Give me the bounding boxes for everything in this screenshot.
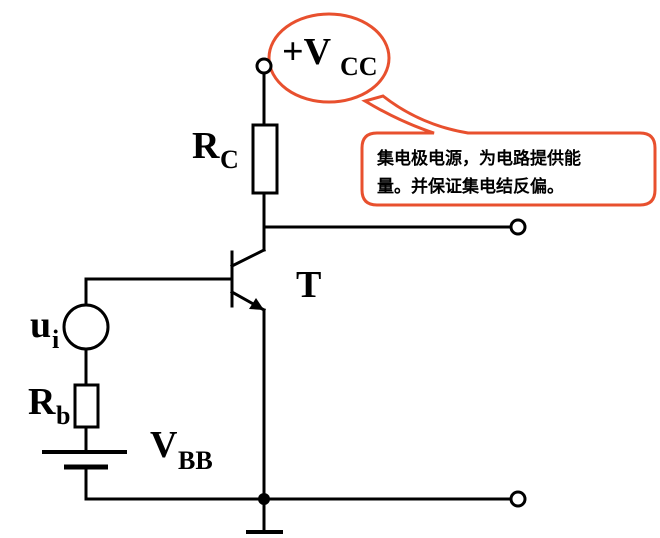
rb-label: R b (28, 381, 70, 430)
rc-label-sub: C (220, 145, 239, 174)
transistor-label: T (296, 264, 321, 306)
vbb-label: V BB (150, 424, 213, 475)
emitter-arrow (249, 298, 264, 310)
rb-label-sub: b (56, 401, 70, 430)
vcc-callout: 集电极电源，为电路提供能 量。并保证集电结反偏。 (267, 12, 657, 207)
rc-label-main: R (192, 125, 220, 167)
rc-resistor (251, 123, 279, 195)
callout-line-1: 集电极电源，为电路提供能 (376, 148, 581, 169)
vcc-ellipse (267, 12, 391, 104)
callout-line-2: 量。并保证集电结反偏。 (377, 176, 564, 197)
vbb-label-main: V (150, 424, 178, 466)
rb-resistor (73, 383, 100, 429)
transistor-collector (229, 247, 267, 269)
rb-label-main: R (28, 381, 56, 423)
vcc-terminal (255, 57, 273, 75)
output-terminal-bottom (509, 490, 527, 508)
vbb-label-sub: BB (178, 446, 213, 475)
vcc-label-main: +V (282, 31, 332, 73)
ui-label: u i (30, 304, 59, 354)
output-terminal-top (509, 218, 527, 236)
ground-junction-dot (258, 493, 270, 505)
transistor-symbol (229, 247, 267, 313)
ui-label-sub: i (52, 325, 59, 354)
ui-source (62, 303, 110, 351)
rc-label: R C (192, 125, 239, 174)
ui-label-main: u (30, 304, 51, 346)
vcc-label-sub: CC (340, 52, 378, 81)
vcc-callout-shape (360, 94, 657, 207)
vcc-label: +V CC (282, 31, 378, 81)
